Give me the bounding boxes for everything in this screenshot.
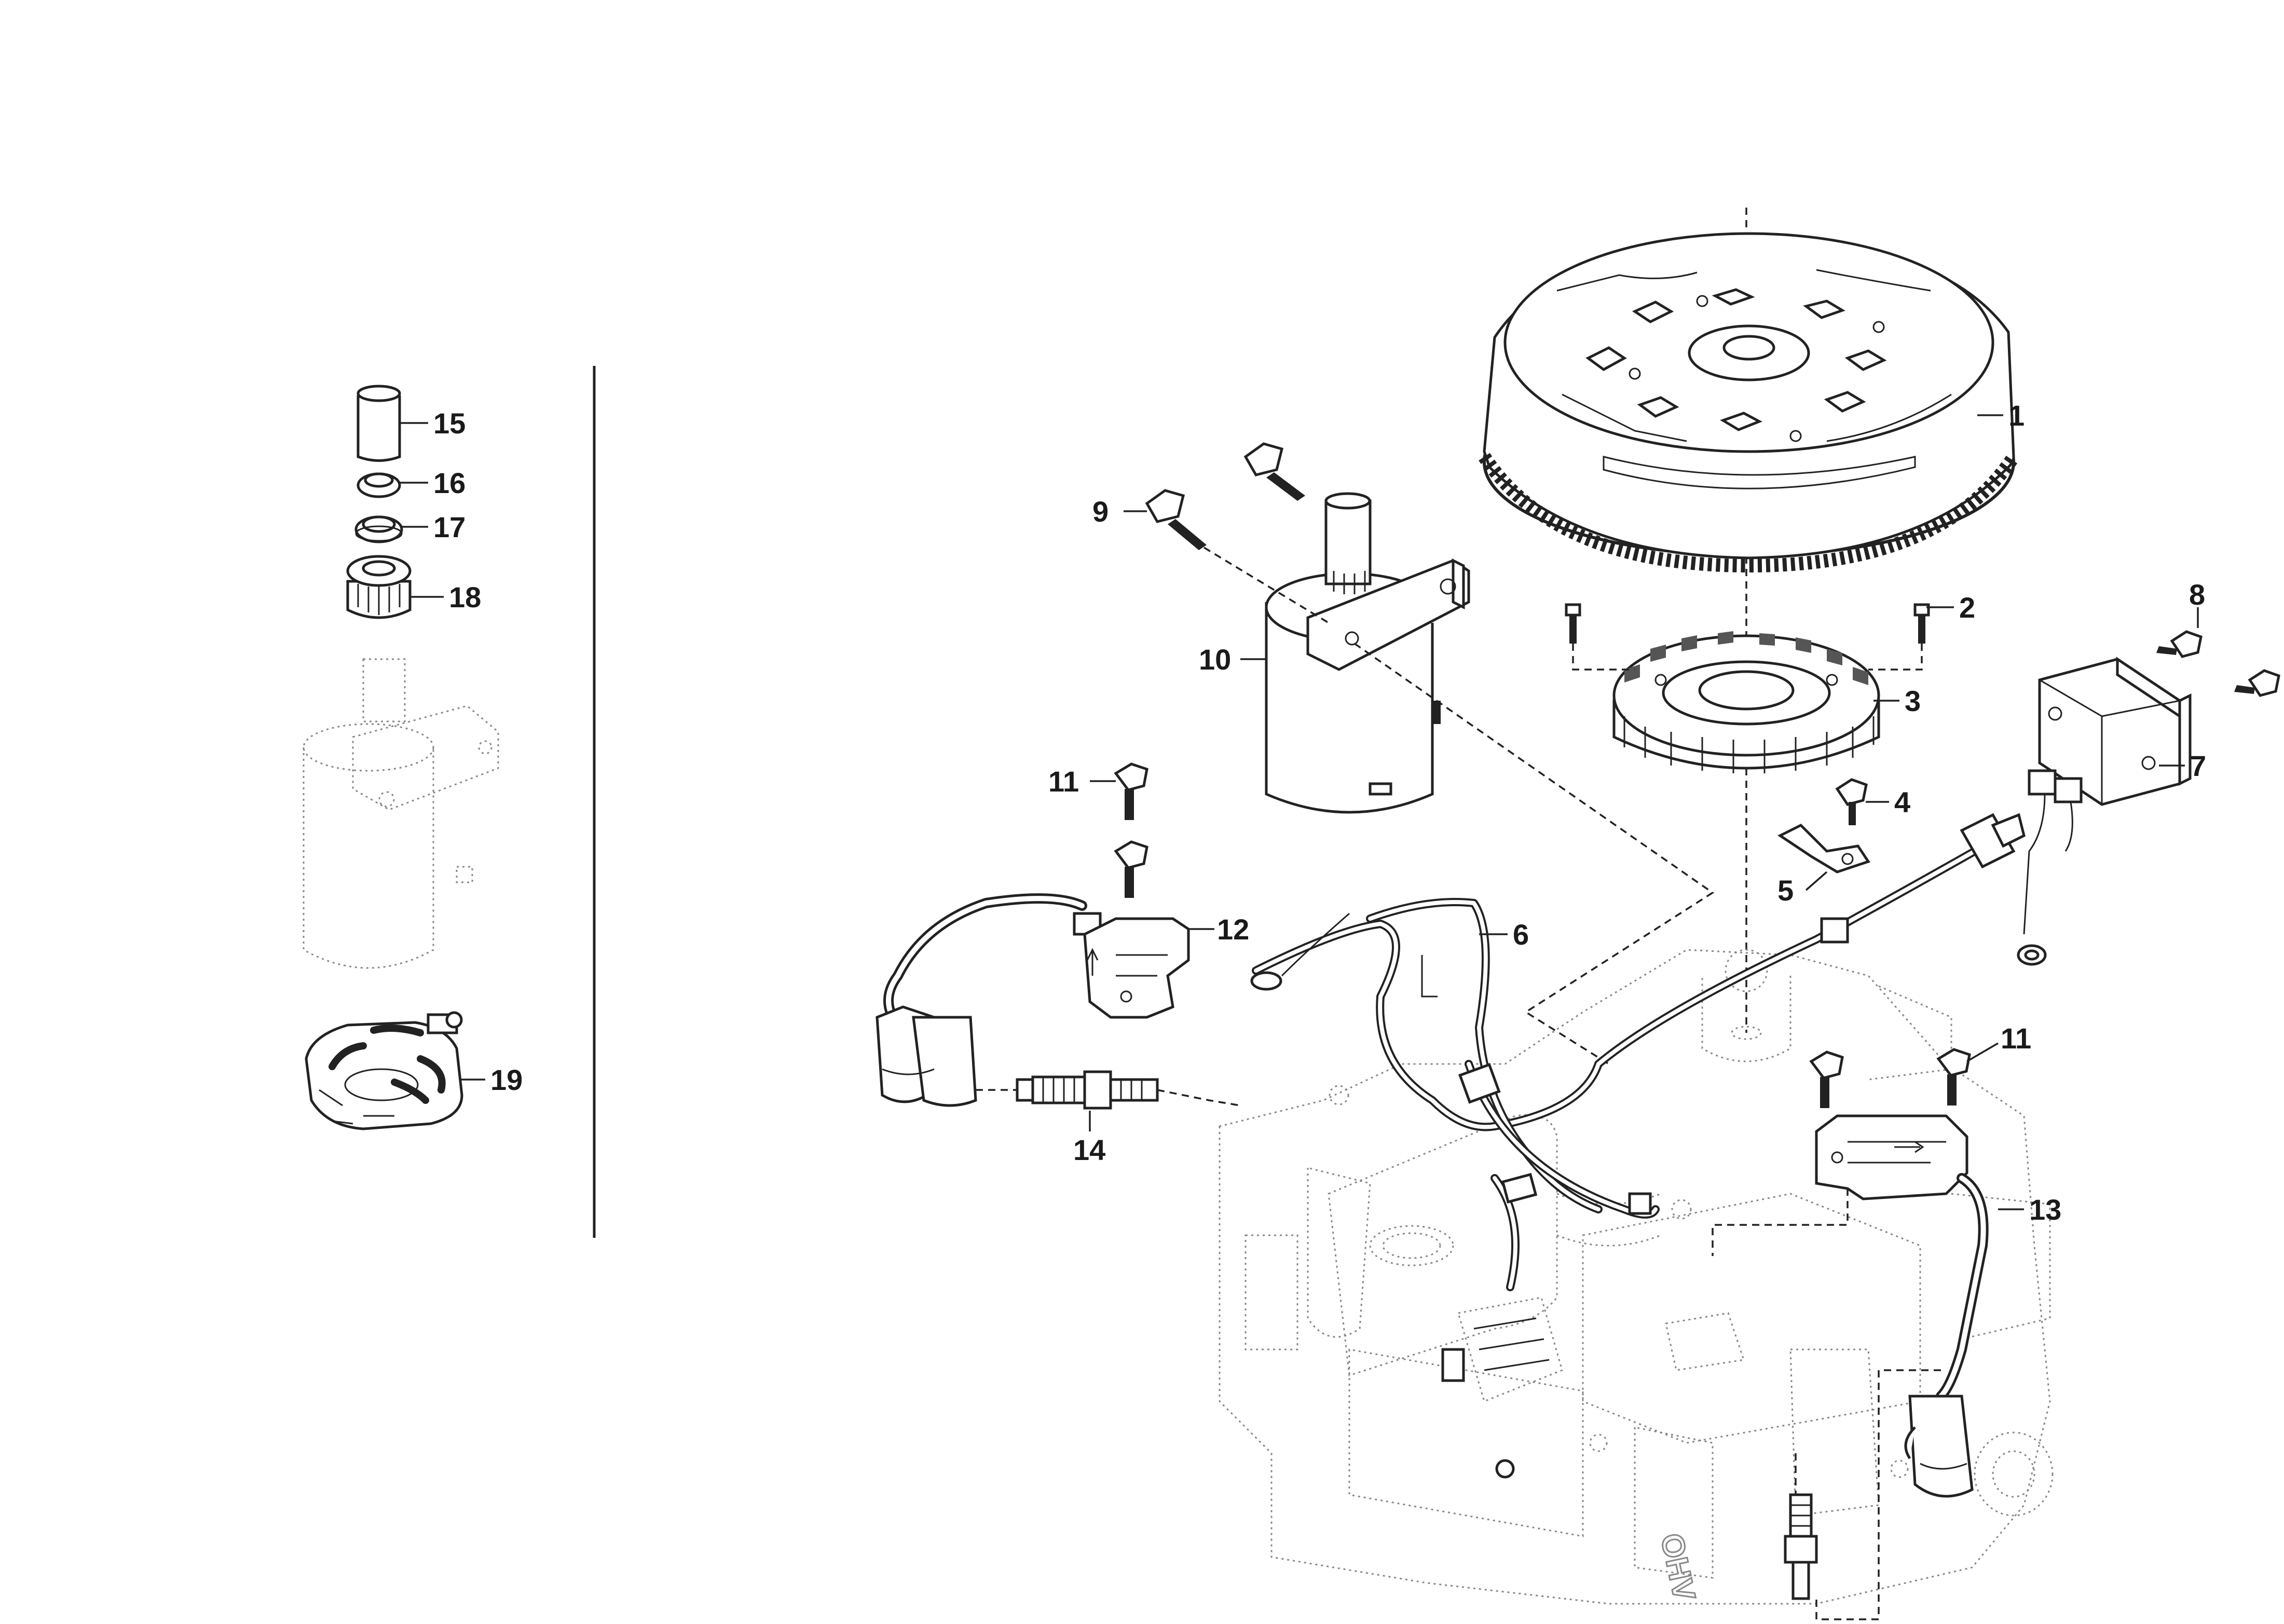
part-10-starter-motor [1265,492,1470,814]
coil-routing-lines [1712,1189,1941,1620]
engine-block-outline: OHV [1219,949,2054,1605]
part-19-brush-plate [305,1011,463,1130]
part-16-stop-collar [357,472,401,498]
leader-11b [1966,1042,1999,1062]
carburetor-outline [1441,1297,1563,1479]
callout-1: 1 [2008,399,2025,432]
callout-5: 5 [1777,874,1794,907]
callout-11a: 11 [1048,765,1079,798]
callout-7: 7 [2190,749,2206,782]
part-17-retainer [354,515,403,543]
callout-12: 12 [1217,913,1249,946]
leader-5 [1805,871,1828,891]
part-1-flywheel [1479,232,2019,573]
callout-15: 15 [433,407,466,440]
part-18-pinion-gear [346,555,412,619]
part-12-ignition-coil [883,893,1190,1022]
callout-11b: 11 [2001,1022,2031,1055]
part-5-harness-clip [1777,823,1870,874]
callout-13: 13 [2029,1193,2061,1226]
callout-3: 3 [1905,685,1921,717]
callout-9: 9 [1092,495,1109,528]
starter-mount-line [1354,643,1715,1065]
callout-18: 18 [449,581,481,613]
callout-17: 17 [433,511,466,543]
part-8-rectifier-screws [2156,630,2280,697]
callout-2: 2 [1959,591,1975,624]
starter-motor-outline [303,658,499,969]
part-2-stator-screws [1565,603,1930,671]
engine-spark-plug [1784,1453,1818,1600]
part-11-coil-bolts-left [1114,762,1148,898]
part-9-starter-bolts [1145,442,1329,624]
callout-19: 19 [490,1063,523,1096]
part-6-wire-harness [1250,813,2026,1291]
engine-ohv-marking: OHV [1654,1531,1702,1604]
callout-6: 6 [1513,918,1529,951]
callout-14: 14 [1073,1134,1105,1166]
part-13-ignition-coil [1815,1114,1989,1498]
part-4-harness-bolt [1835,778,1868,825]
callout-10: 10 [1199,643,1231,676]
part-7-voltage-regulator [2017,657,2192,966]
callout-8: 8 [2189,578,2205,611]
part-11-coil-bolts-right [1809,1048,1971,1108]
part-12-spark-plug-boot [876,1005,977,1107]
callout-16: 16 [433,467,466,499]
part-15-pinion-cap [357,385,401,462]
part-3-stator [1612,631,1880,773]
callout-4: 4 [1894,786,1910,818]
part-14-spark-plug [976,1070,1241,1110]
